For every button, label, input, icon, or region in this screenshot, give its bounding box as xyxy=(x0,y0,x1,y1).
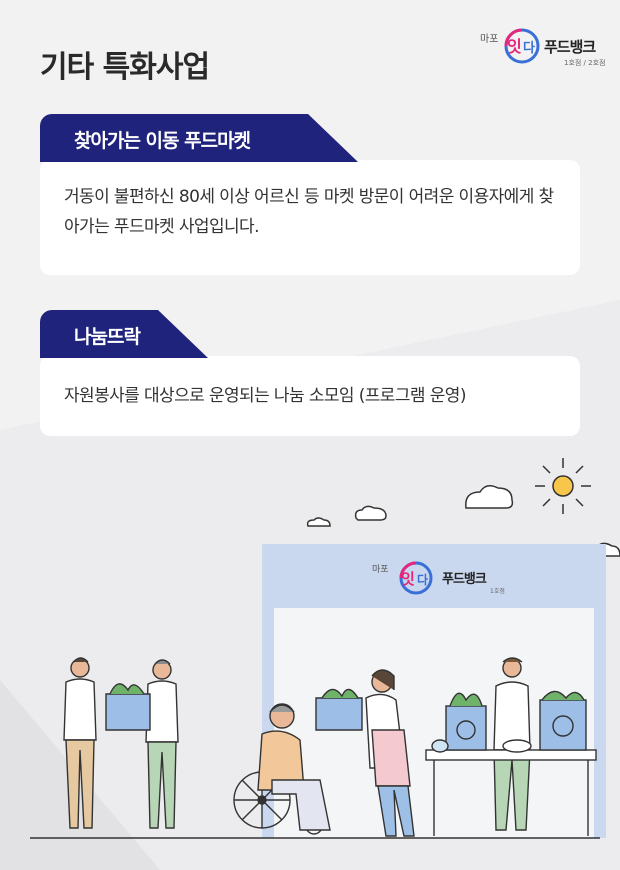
logo-mark-icon: 잇 다 xyxy=(504,28,540,64)
food-market-illustration xyxy=(30,458,620,839)
market-table xyxy=(425,657,597,836)
store-sign-name: 푸드뱅크 xyxy=(442,572,487,587)
section-mobile-food-market: 찾아가는 이동 푸드마켓 거동이 불편하신 80세 이상 어르신 등 마켓 방문… xyxy=(40,114,580,275)
section-sharing-garden: 나눔뜨락 자원봉사를 대상으로 운영되는 나눔 소모임 (프로그램 운영) xyxy=(40,310,580,436)
logo-branch: 1호점 / 2호점 xyxy=(564,59,606,67)
sun-icon xyxy=(535,458,591,514)
svg-text:잇: 잇 xyxy=(401,570,415,588)
store-sign-branch: 1호점 xyxy=(490,588,505,595)
page-title: 기타 특화사업 xyxy=(40,50,210,85)
svg-text:잇: 잇 xyxy=(507,37,522,56)
wheelchair-person xyxy=(233,703,331,835)
brand-logo: 마포 잇 다 푸드뱅크 1호점 / 2호점 xyxy=(478,24,608,70)
section-tab: 나눔뜨락 xyxy=(40,310,360,358)
section-title: 찾아가는 이동 푸드마켓 xyxy=(74,130,251,152)
section-tab: 찾아가는 이동 푸드마켓 xyxy=(40,114,360,162)
svg-text:다: 다 xyxy=(417,572,428,587)
logo-name: 푸드뱅크 xyxy=(544,38,596,56)
tab-shape xyxy=(40,114,358,162)
logo-region-text: 마포 xyxy=(480,34,499,45)
section-body: 자원봉사를 대상으로 운영되는 나눔 소모임 (프로그램 운영) xyxy=(64,386,466,406)
section-card: 자원봉사를 대상으로 운영되는 나눔 소모임 (프로그램 운영) xyxy=(40,356,580,436)
tab-shape xyxy=(40,310,208,358)
volunteer-people xyxy=(63,657,179,829)
store-logo-mark-icon: 잇 다 xyxy=(399,561,433,595)
svg-text:다: 다 xyxy=(523,40,535,56)
section-title: 나눔뜨락 xyxy=(74,326,141,348)
section-body: 거동이 불편하신 80세 이상 어르신 등 마켓 방문이 어려운 이용자에게 찾… xyxy=(64,187,554,237)
store-sign-region: 마포 xyxy=(372,565,389,575)
volunteer-handing-box xyxy=(315,669,415,837)
section-card: 거동이 불편하신 80세 이상 어르신 등 마켓 방문이 어려운 이용자에게 찾… xyxy=(40,160,580,275)
